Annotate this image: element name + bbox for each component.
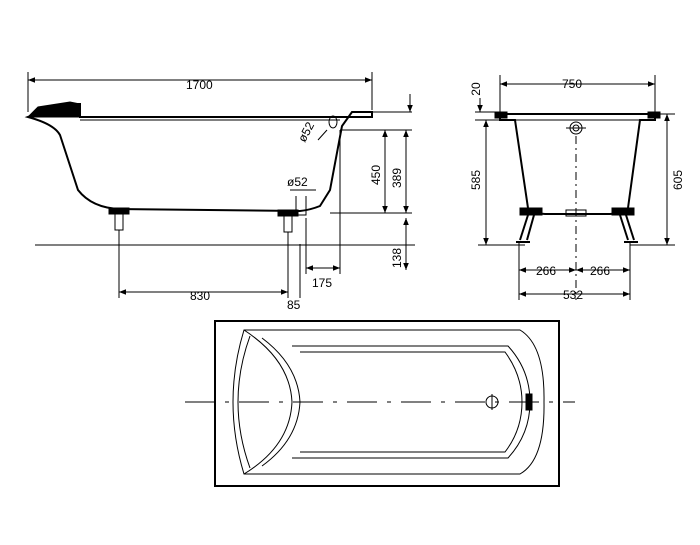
end-height-585-label: 585 <box>469 170 483 190</box>
right-leg <box>277 209 299 244</box>
drain-offset-label: 175 <box>312 276 332 290</box>
end-width-label: 750 <box>562 77 582 91</box>
overflow-diameter-label: ø52 <box>295 119 317 144</box>
overall-length-label: 1700 <box>186 78 213 92</box>
overflow-leader <box>317 129 328 141</box>
end-drain <box>565 209 587 217</box>
height-389-label: 389 <box>390 168 404 188</box>
top-basin-outer <box>232 329 545 475</box>
drain-pipe <box>295 196 307 216</box>
end-tub-outline <box>499 113 656 215</box>
height-450-label: 450 <box>369 165 383 185</box>
top-headrest-outer <box>243 329 293 475</box>
drain-diameter-label: ø52 <box>287 175 308 189</box>
end-left-leg <box>516 207 543 243</box>
half-leg-right-label: 266 <box>590 264 610 278</box>
end-height-605-label: 605 <box>671 170 685 190</box>
side-view: ø52 ø52 1700 450 389 <box>24 72 415 312</box>
rim-left <box>494 111 508 119</box>
top-headrest-curve <box>237 335 251 469</box>
top-headrest-inner <box>261 337 301 467</box>
top-view <box>185 320 575 487</box>
leg-span-label: 532 <box>563 288 583 302</box>
rim-right <box>647 111 661 119</box>
end-view: 750 20 585 605 266 266 532 <box>469 75 685 302</box>
top-basin-floor <box>300 351 523 453</box>
top-overflow <box>525 393 533 411</box>
rim-thickness-label: 20 <box>469 82 483 96</box>
top-outer-rim <box>214 320 560 487</box>
left-leg <box>108 207 130 244</box>
leg-height-label: 138 <box>390 248 404 268</box>
half-leg-left-label: 266 <box>536 264 556 278</box>
end-right-leg <box>611 207 638 243</box>
overflow-hole <box>328 115 338 129</box>
leg-spacing-label: 830 <box>190 289 210 303</box>
headrest <box>26 101 81 118</box>
leg-offset-label: 85 <box>287 298 301 312</box>
